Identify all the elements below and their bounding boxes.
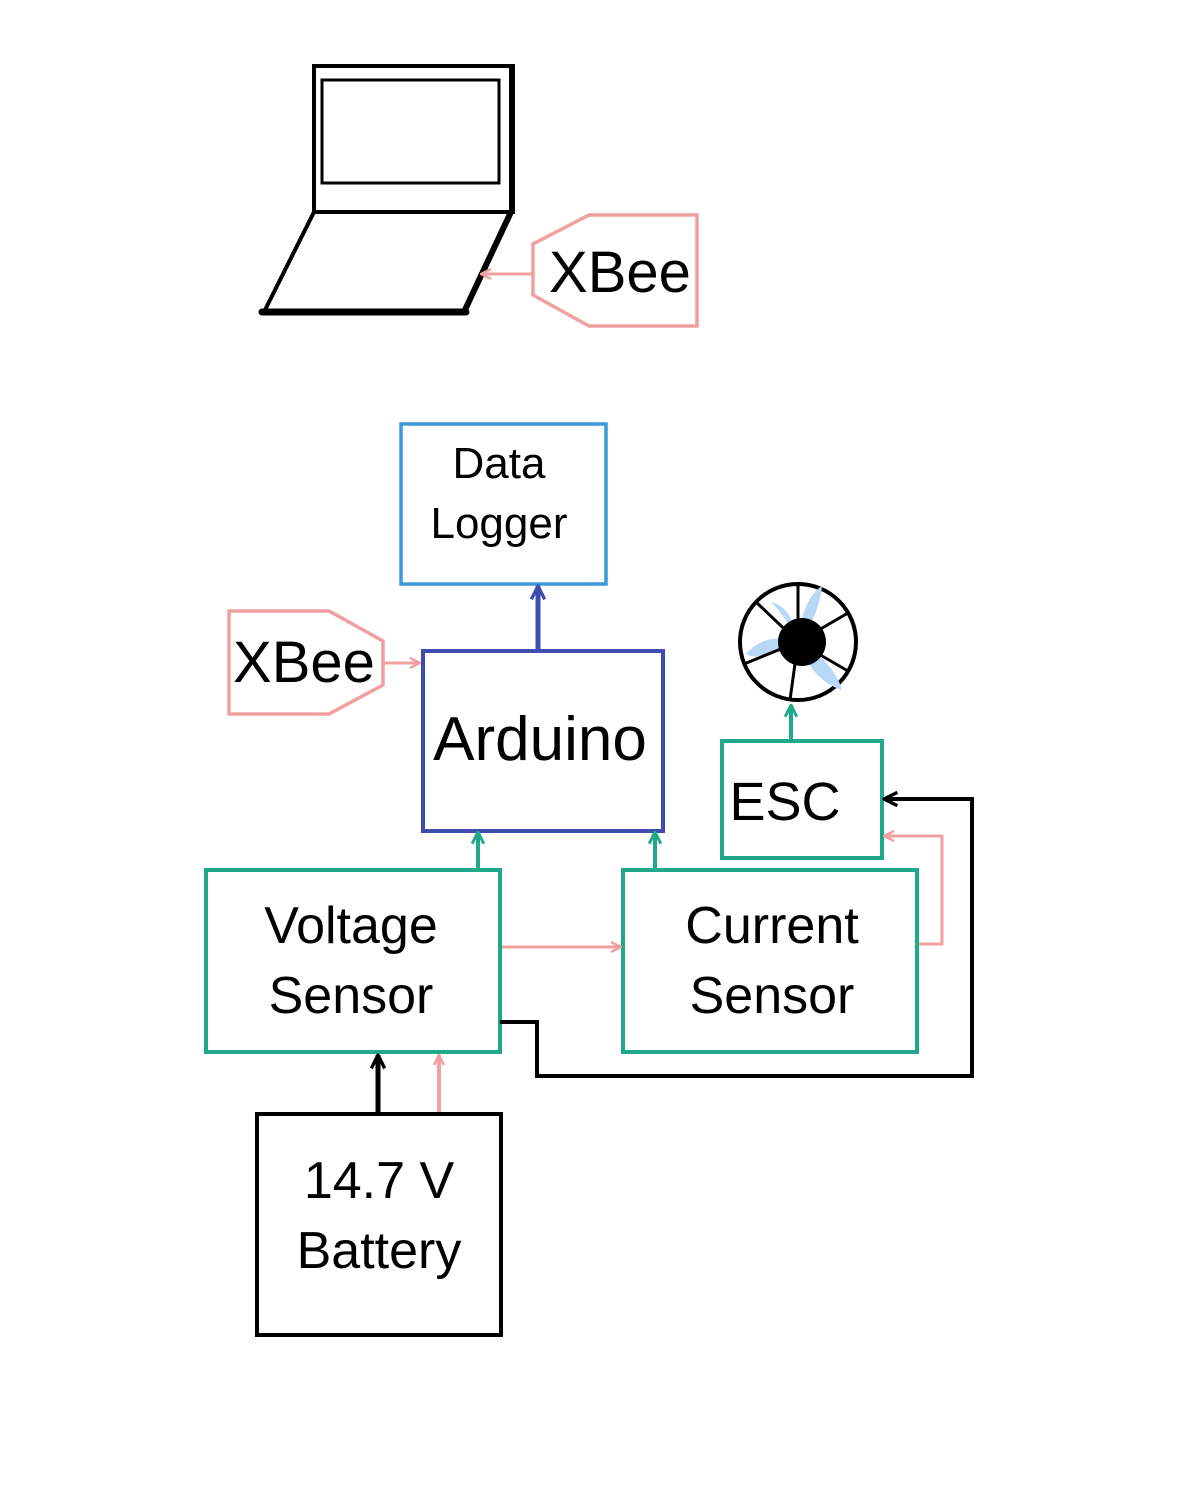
battery-block: 14.7 V Battery	[255, 1112, 503, 1337]
esc-block: ESC	[720, 739, 884, 860]
fan-icon	[738, 582, 858, 702]
voltage-sensor-label-line2: Sensor	[269, 967, 434, 1025]
xbee-arduino-label: XBee	[233, 630, 375, 695]
esc-label: ESC	[729, 772, 840, 832]
battery-label-line2: Battery	[297, 1222, 462, 1280]
data-logger-label-line1: Data	[453, 439, 546, 488]
data-logger-block: Data Logger	[399, 422, 608, 586]
power-to-esc-line	[500, 799, 974, 1078]
voltage-sensor-label-line1: Voltage	[264, 897, 438, 955]
voltage-sensor-block: Voltage Sensor	[204, 868, 502, 1054]
xbee-laptop-label: XBee	[549, 240, 691, 305]
current-to-esc-arrow	[884, 836, 944, 946]
battery-label-line1: 14.7 V	[304, 1152, 455, 1210]
arduino-label: Arduino	[433, 705, 647, 774]
current-sensor-label-line2: Sensor	[690, 967, 855, 1025]
laptop-icon	[258, 64, 515, 316]
xbee-laptop-module: XBee	[531, 213, 699, 328]
data-logger-label-line2: Logger	[430, 499, 567, 548]
current-sensor-block: Current Sensor	[621, 868, 919, 1054]
current-sensor-label-line1: Current	[685, 897, 859, 955]
xbee-arduino-module: XBee	[227, 609, 385, 716]
arduino-block: Arduino	[421, 649, 665, 833]
